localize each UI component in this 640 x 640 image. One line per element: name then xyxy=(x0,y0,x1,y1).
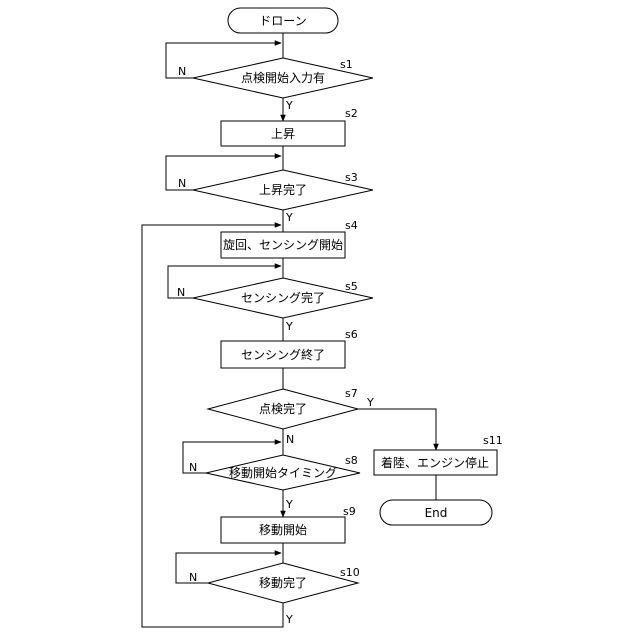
s8-yes-label: Y xyxy=(285,498,293,511)
connector-s7-yes-s11 xyxy=(358,409,436,450)
s3-label: 上昇完了 xyxy=(259,182,307,197)
s7-no-label: N xyxy=(286,433,294,446)
s1-step-number: s1 xyxy=(340,58,353,71)
s8-no-label: N xyxy=(189,461,197,474)
s6-step-number: s6 xyxy=(345,328,358,341)
s9-label: 移動開始 xyxy=(259,523,307,537)
s9-step-number: s9 xyxy=(343,505,356,518)
s5-no-label: N xyxy=(177,286,185,299)
s2-label: 上昇 xyxy=(271,127,295,141)
s10-label: 移動完了 xyxy=(259,575,307,590)
s8-step-number: s8 xyxy=(345,454,358,467)
s8-label: 移動開始タイミング xyxy=(229,466,337,480)
s7-label: 点検完了 xyxy=(259,401,307,416)
s5-label: センシング完了 xyxy=(241,290,325,305)
s3-step-number: s3 xyxy=(345,171,358,184)
s5-step-number: s5 xyxy=(345,280,358,293)
s5-yes-label: Y xyxy=(285,320,293,333)
end-label: End xyxy=(425,506,448,520)
s6-label: センシング終了 xyxy=(241,347,325,362)
s4-step-number: s4 xyxy=(345,219,358,232)
s10-yes-label: Y xyxy=(285,613,293,626)
s7-yes-label: Y xyxy=(366,396,374,409)
start-label: ドローン xyxy=(259,14,306,28)
s11-label: 着陸、エンジン停止 xyxy=(381,455,489,470)
s11-step-number: s11 xyxy=(483,434,503,447)
s3-yes-label: Y xyxy=(285,211,293,224)
s7-step-number: s7 xyxy=(345,387,358,400)
s1-yes-label: Y xyxy=(285,99,293,112)
s2-step-number: s2 xyxy=(345,107,358,120)
s10-step-number: s10 xyxy=(340,566,360,579)
s3-no-label: N xyxy=(178,177,186,190)
s4-label: 旋回、センシング開始 xyxy=(223,238,343,252)
s1-no-label: N xyxy=(178,65,186,78)
s10-no-label: N xyxy=(189,571,197,584)
s1-label: 点検開始入力有 xyxy=(241,71,325,85)
